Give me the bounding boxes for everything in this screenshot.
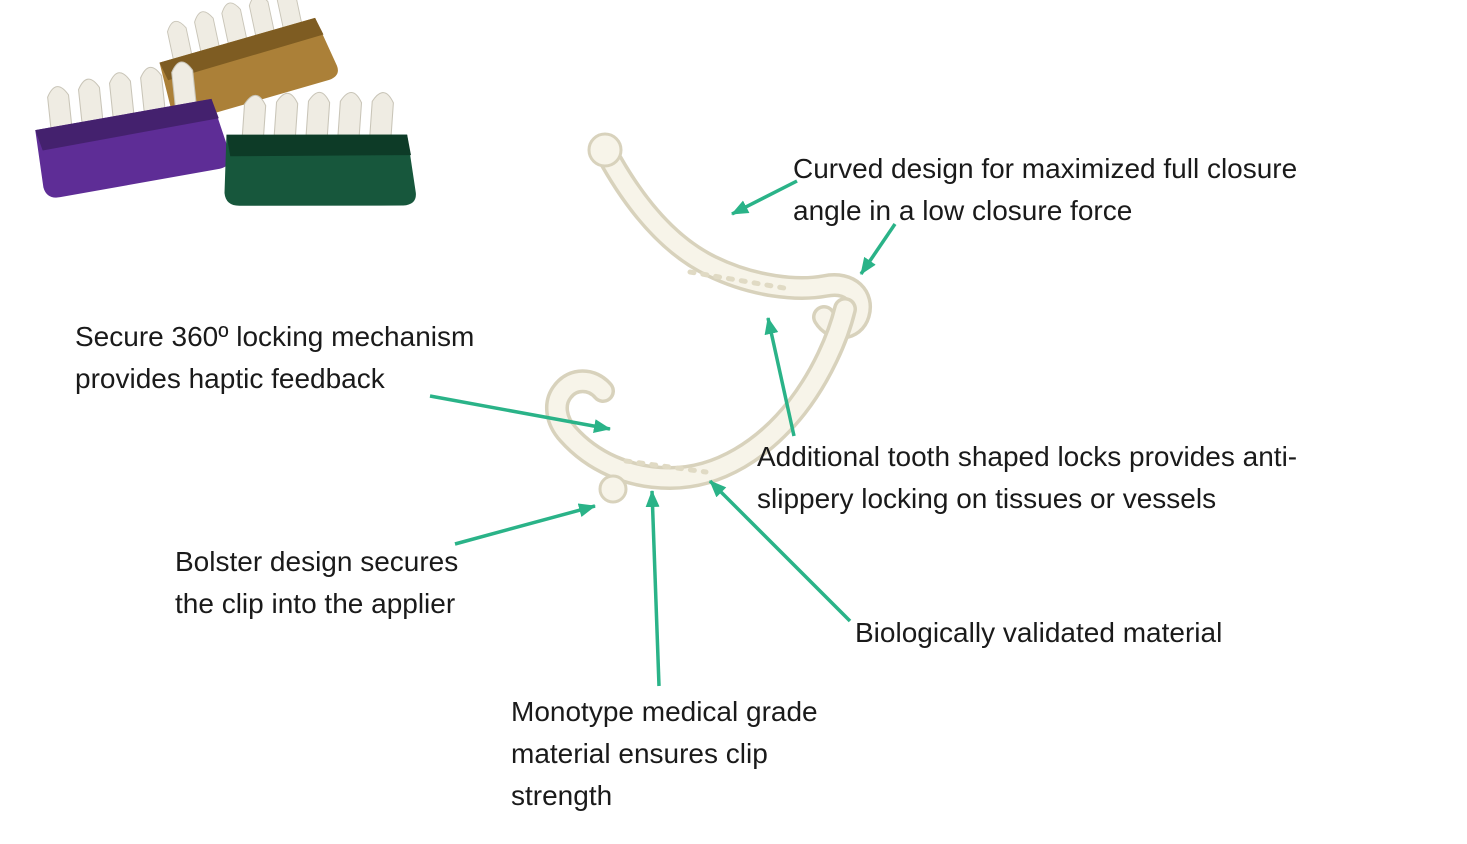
annotation-arrows	[429, 179, 897, 687]
annotation-biologically-validated: Biologically validated material	[855, 612, 1222, 654]
arrow-curved-design-2	[859, 223, 897, 275]
arrow-tooth-locks	[764, 317, 796, 437]
cartridge-clips	[241, 91, 394, 141]
annotation-line: Biologically validated material	[855, 617, 1223, 648]
annotation-line: Curved design for maximized full closure	[793, 153, 1298, 184]
cartridge-clips	[47, 61, 197, 132]
annotation-tooth-locks: Additional tooth shaped locks provides a…	[757, 436, 1297, 520]
clip-upper-arm	[597, 143, 869, 336]
annotation-line: the clip into the applier	[175, 588, 456, 619]
arrow-curved-design-1	[731, 179, 798, 216]
arrow-bolster	[454, 503, 596, 546]
arrow-biologically-validated	[708, 479, 852, 623]
cartridge-slot	[226, 134, 411, 157]
clip-teeth-lower	[623, 458, 709, 475]
clip-cartridges-image	[35, 0, 416, 206]
annotation-locking-mechanism: Secure 360º locking mechanism provides h…	[75, 316, 474, 400]
clip-bolster-ball	[598, 474, 628, 504]
gold-cartridge	[159, 0, 338, 122]
cartridge-body	[159, 17, 338, 122]
arrow-locking-mechanism	[429, 394, 611, 433]
annotation-line: slippery locking on tissues or vessels	[757, 483, 1217, 514]
purple-cartridge	[35, 61, 231, 198]
annotation-line: Monotype medical grade	[511, 696, 818, 727]
annotation-line: Bolster design secures	[175, 546, 459, 577]
annotation-monotype-material: Monotype medical grade material ensures …	[511, 691, 818, 817]
annotation-line: Secure 360º locking mechanism	[75, 321, 475, 352]
annotation-bolster-design: Bolster design secures the clip into the…	[175, 541, 458, 625]
arrow-monotype-material	[645, 490, 661, 687]
annotation-line: angle in a low closure force	[793, 195, 1133, 226]
cartridge-slot	[159, 17, 324, 81]
cartridge-clips	[167, 0, 303, 63]
green-cartridge	[224, 91, 416, 206]
clip-teeth-upper	[687, 269, 793, 292]
annotation-line: material ensures clip	[511, 738, 768, 769]
clip-illustration	[545, 132, 872, 504]
annotation-curved-design: Curved design for maximized full closure…	[793, 148, 1297, 232]
annotation-line: strength	[511, 780, 613, 811]
clip-tip-ball	[587, 132, 623, 168]
clip-lower-arm	[548, 300, 854, 487]
annotation-line: provides haptic feedback	[75, 363, 385, 394]
cartridge-slot	[35, 98, 219, 151]
annotation-line: Additional tooth shaped locks provides a…	[757, 441, 1298, 472]
